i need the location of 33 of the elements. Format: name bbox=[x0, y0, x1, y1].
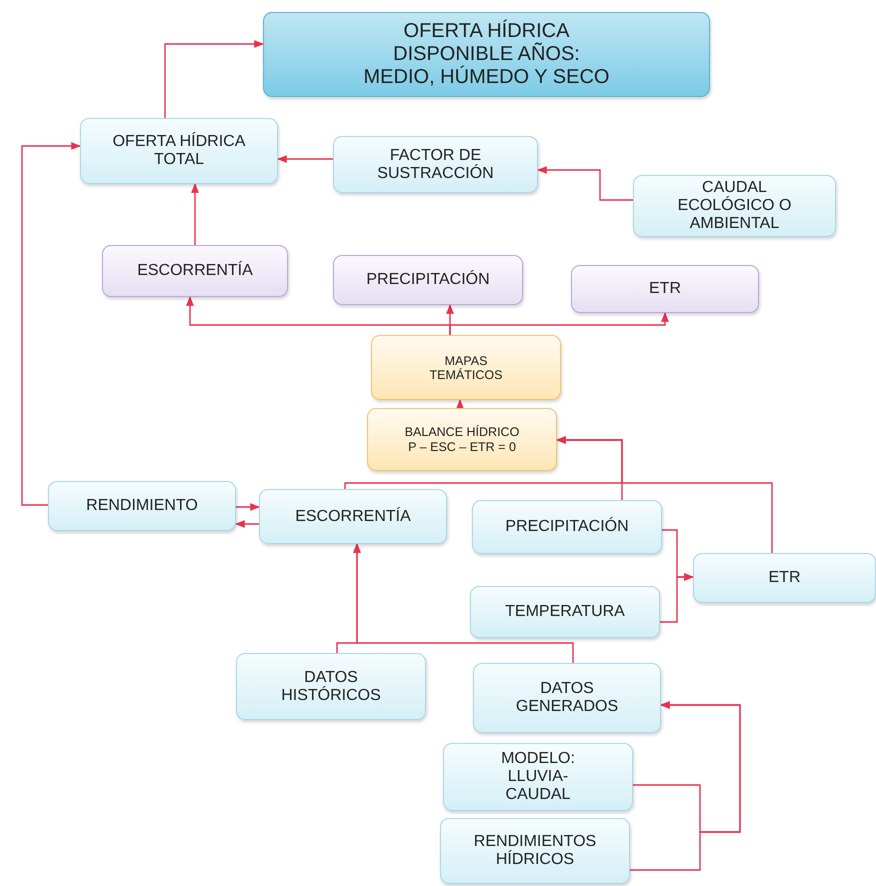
equation: P – ESC – ETR = 0 bbox=[408, 440, 516, 454]
concept-box: DATOS HISTÓRICOS bbox=[236, 653, 426, 720]
arrow bbox=[556, 436, 773, 553]
arrow bbox=[235, 520, 259, 528]
arrow bbox=[660, 573, 694, 623]
process-box: MAPAS TEMÁTICOS bbox=[371, 335, 561, 400]
concept-box: ETR bbox=[571, 265, 759, 313]
arrow bbox=[277, 155, 333, 163]
concept-box: CAUDAL ECOLÓGICO O AMBIENTAL bbox=[633, 175, 836, 237]
arrow bbox=[191, 183, 199, 245]
concept-box: MODELO: LLUVIA-CAUDAL bbox=[443, 743, 633, 811]
concept-box: ETR bbox=[693, 553, 876, 603]
concept-box: ESCORRENTÍA bbox=[259, 489, 447, 544]
concept-box: RENDIMIENTO bbox=[48, 481, 236, 531]
concept-box: ESCORRENTÍA bbox=[102, 245, 288, 297]
concept-box: FACTOR DE SUSTRACCIÓN bbox=[333, 136, 538, 193]
arrow bbox=[456, 399, 464, 409]
box-heading: BALANCE HÍDRICO bbox=[404, 424, 520, 440]
concept-box: OFERTA HÍDRICA TOTAL bbox=[80, 118, 278, 184]
concept-box: TEMPERATURA bbox=[470, 586, 660, 638]
concept-box: PRECIPITACIÓN bbox=[333, 255, 523, 305]
concept-box: DATOS GENERADOS bbox=[473, 663, 661, 733]
arrow bbox=[630, 701, 741, 871]
arrow bbox=[236, 503, 260, 511]
concept-box: RENDIMIENTOS HÍDRICOS bbox=[440, 818, 630, 884]
concept-box: PRECIPITACIÓN bbox=[472, 500, 662, 554]
arrow bbox=[537, 166, 633, 201]
arrow bbox=[353, 543, 574, 663]
title-box: OFERTA HÍDRICA DISPONIBLE AÑOS: MEDIO, HÚMEDO Y SECO bbox=[263, 12, 710, 97]
process-box bbox=[367, 408, 557, 471]
arrow bbox=[164, 40, 264, 118]
arrow bbox=[21, 142, 81, 506]
arrow bbox=[449, 312, 669, 335]
